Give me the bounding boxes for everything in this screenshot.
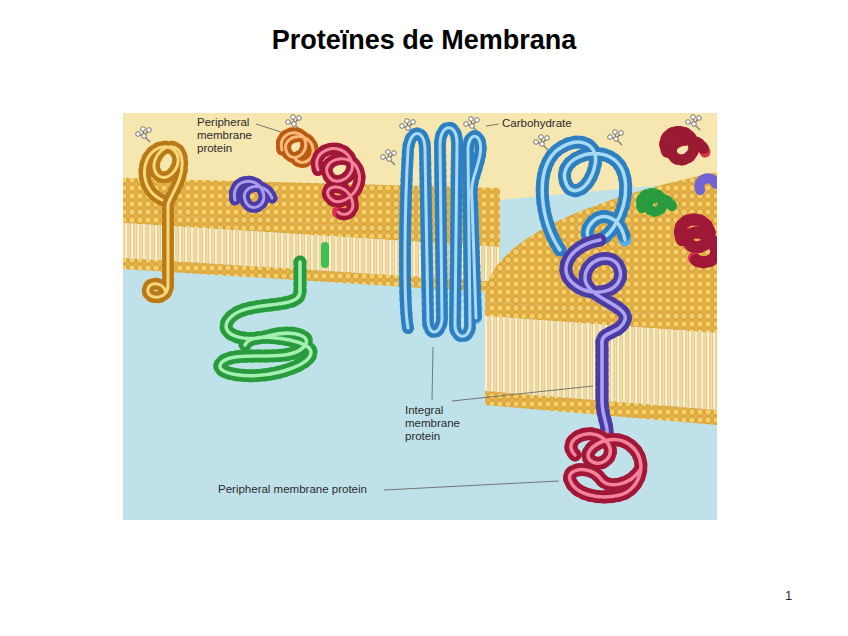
lipid-anchor bbox=[321, 246, 329, 264]
callout-label-box: Peripheral membrane protein bbox=[197, 116, 263, 155]
protein-blue bbox=[542, 142, 625, 250]
callout-label: Peripheral membrane protein bbox=[197, 116, 263, 155]
callout-label: Carbohydrate bbox=[502, 117, 592, 130]
protein-green bbox=[220, 262, 311, 376]
protein-red bbox=[665, 131, 705, 159]
page-number: 1 bbox=[785, 588, 815, 604]
slide-title-box: Proteïnes de Membrana bbox=[0, 24, 848, 56]
carbohydrate bbox=[534, 135, 550, 150]
protein-purple-integral bbox=[566, 240, 625, 440]
slide-title: Proteïnes de Membrana bbox=[0, 24, 848, 56]
callout-label: Peripheral membrane protein bbox=[218, 483, 388, 496]
protein-red bbox=[317, 149, 360, 215]
protein-purple bbox=[699, 178, 716, 190]
callout-label-box: Integral membrane protein bbox=[405, 404, 467, 443]
carbohydrate bbox=[686, 115, 702, 130]
protein-red-peripheral bbox=[570, 434, 641, 497]
carbohydrate bbox=[464, 117, 480, 132]
protein-yellow bbox=[145, 147, 183, 298]
leader-lines bbox=[256, 124, 593, 490]
callout-label: Integral membrane protein bbox=[405, 404, 467, 443]
protein-orange bbox=[281, 133, 313, 163]
callout-label-box: Peripheral membrane protein bbox=[218, 483, 388, 496]
page-number-box: 1 bbox=[785, 588, 815, 604]
protein-green bbox=[641, 193, 672, 212]
cytoplasm bbox=[123, 113, 717, 520]
callout-label-box: Carbohydrate bbox=[502, 117, 592, 130]
cell-scene bbox=[123, 113, 717, 520]
carbohydrate bbox=[136, 127, 152, 142]
carbohydrate bbox=[608, 130, 624, 145]
carbohydrate bbox=[381, 150, 397, 165]
protein-red bbox=[680, 219, 716, 262]
protein-blue-multipass bbox=[405, 128, 481, 337]
protein-purple bbox=[234, 181, 272, 207]
